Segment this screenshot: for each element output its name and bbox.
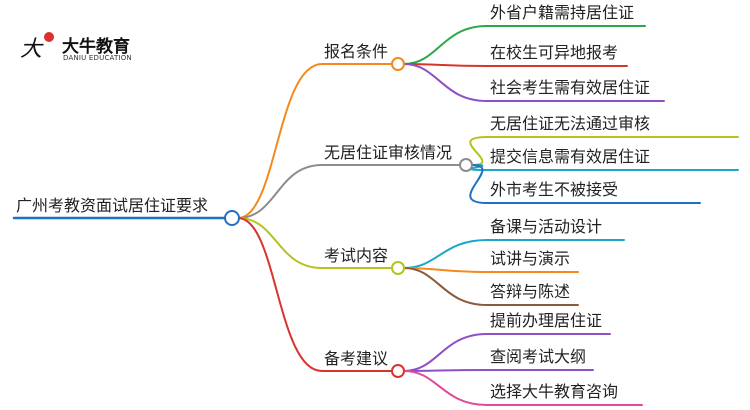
leaf-label: 答辩与陈述	[490, 282, 571, 301]
branch-label: 考试内容	[324, 246, 389, 265]
leaf-label: 外省户籍需持居住证	[490, 3, 635, 22]
branch-connector	[237, 164, 460, 219]
leaf-connector	[403, 63, 628, 67]
branch-connector	[237, 217, 392, 269]
branch-label: 无居住证审核情况	[324, 143, 453, 162]
leaf-connector	[403, 239, 625, 269]
leaf-connector	[403, 267, 579, 306]
leaf-label: 试讲与演示	[490, 249, 571, 268]
leaf-connector	[403, 63, 665, 102]
logo-subtitle: DANIU EDUCATION	[63, 54, 132, 62]
branch-label: 报名条件	[324, 42, 389, 61]
branch-connector	[237, 63, 392, 219]
root-topic-label: 广州考教资面试居住证要求	[16, 196, 209, 215]
branch-connector	[237, 217, 392, 372]
leaf-label: 选择大牛教育咨询	[490, 382, 619, 401]
root-toggle-node[interactable]	[224, 210, 240, 226]
brand-logo: 大 大牛教育 DANIU EDUCATION	[18, 28, 148, 68]
logo-mark-icon: 大	[20, 32, 54, 62]
leaf-connector	[469, 164, 701, 204]
logo-seal-icon	[44, 32, 54, 42]
leaf-connector	[403, 333, 611, 372]
leaf-connector	[403, 267, 579, 273]
branch-label: 备考建议	[324, 349, 389, 368]
leaf-label: 社会考生需有效居住证	[490, 78, 651, 97]
branch-toggle-node[interactable]	[459, 158, 473, 172]
logo-title: 大牛教育	[62, 37, 130, 57]
leaf-label: 备课与活动设计	[490, 217, 603, 236]
logo-mark-text: 大	[20, 37, 44, 62]
branch-toggle-node[interactable]	[391, 57, 405, 71]
leaf-label: 查阅考试大纲	[490, 347, 587, 366]
branch-toggle-node[interactable]	[391, 364, 405, 378]
leaf-label: 提前办理居住证	[490, 311, 603, 330]
leaf-label: 无居住证无法通过审核	[490, 114, 651, 133]
leaf-label: 外市考生不被接受	[490, 180, 619, 199]
branch-toggle-node[interactable]	[391, 261, 405, 275]
leaf-connector	[469, 136, 739, 166]
leaf-connector	[403, 369, 594, 372]
leaf-connector	[403, 370, 643, 406]
leaf-label: 提交信息需有效居住证	[490, 147, 651, 166]
leaf-connector	[403, 25, 646, 65]
leaf-label: 在校生可异地报考	[490, 43, 619, 62]
